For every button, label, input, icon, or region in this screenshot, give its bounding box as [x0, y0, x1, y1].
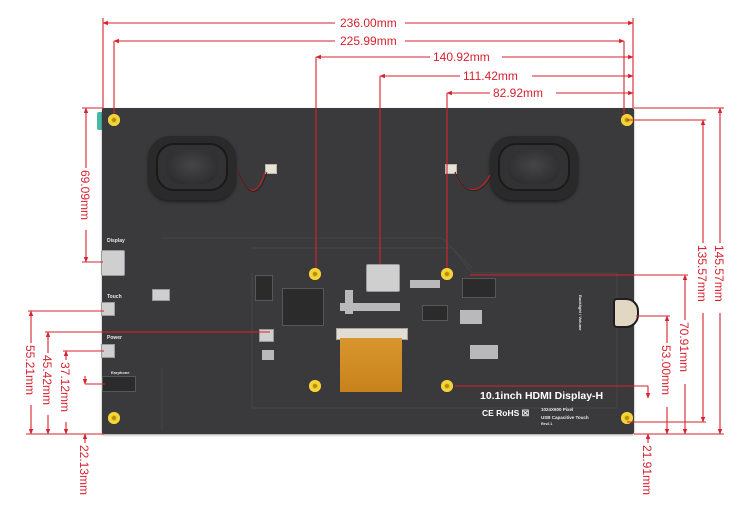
dim-header-height: 70.91mm [677, 322, 691, 372]
mount-hole-top-left [108, 114, 120, 126]
hdmi-display-port [101, 250, 125, 276]
speaker-left [148, 136, 236, 200]
mount-hole-inner-top-left [309, 268, 321, 280]
pcb-traces [161, 237, 618, 430]
dim-hdmi-offset: 111.42mm [463, 69, 518, 83]
ic-left [255, 275, 273, 301]
dim-mount-spacing-y: 135.57mm [695, 245, 709, 302]
dim-lower-hole: 21.91mm [640, 445, 654, 495]
pin-header [462, 278, 496, 298]
speaker-connector-right [445, 164, 457, 174]
dim-left-mid-hole: 140.92mm [433, 50, 490, 64]
resolution-label: 1024X600 Pixel [541, 407, 574, 412]
mount-hole-inner-top-right [441, 268, 453, 280]
earphone-label: Earphone [111, 370, 130, 375]
speaker-connector-left [265, 164, 277, 174]
touch-port-label: Touch [107, 294, 122, 300]
board-edge-tab [97, 112, 103, 130]
smd-col-1 [345, 290, 353, 314]
dim-usb-mid: 45.42mm [40, 355, 54, 405]
smd-cluster [470, 345, 498, 359]
dim-touch-port: 55.21mm [23, 345, 37, 395]
backlight-volume-knob [613, 298, 639, 328]
smd-row-2 [410, 280, 440, 288]
touch-type-label: USB Capacitive Touch [541, 415, 589, 420]
speaker-right [490, 136, 578, 200]
power-port-label: Power [107, 335, 123, 341]
dim-overall-width: 236.00mm [340, 16, 397, 30]
certification-marks: CE RoHS ☒ [482, 408, 530, 418]
mount-hole-inner-bottom-right [441, 380, 453, 392]
regulator [460, 310, 482, 324]
main-controller-chip [282, 288, 324, 326]
hdmi-input-port [366, 264, 400, 292]
ic-right [422, 305, 448, 321]
mount-hole-bottom-right [621, 412, 633, 424]
dim-power-port: 37.12mm [58, 362, 72, 412]
dim-earphone: 22.13mm [77, 445, 91, 495]
dim-mount-spacing-x: 225.99mm [340, 34, 397, 48]
product-title: 10.1inch HDMI Display-H [480, 390, 604, 402]
mount-hole-bottom-left [108, 412, 120, 424]
touch-usb-port [101, 302, 115, 316]
small-connector [152, 289, 170, 301]
smd-row-1 [340, 303, 400, 311]
dim-display-port: 69.09mm [78, 170, 92, 220]
fpc-ribbon-cable [340, 338, 402, 392]
display-port-label: Display [107, 238, 125, 244]
dim-overall-height: 145.57mm [712, 245, 726, 302]
smd-left-bottom [262, 350, 274, 360]
mount-hole-inner-bottom-left [309, 380, 321, 392]
revision-label: Rev2.1 [541, 422, 553, 426]
dim-knob-height: 53.00mm [659, 345, 673, 395]
dim-right-mid-hole: 82.92mm [493, 86, 543, 100]
